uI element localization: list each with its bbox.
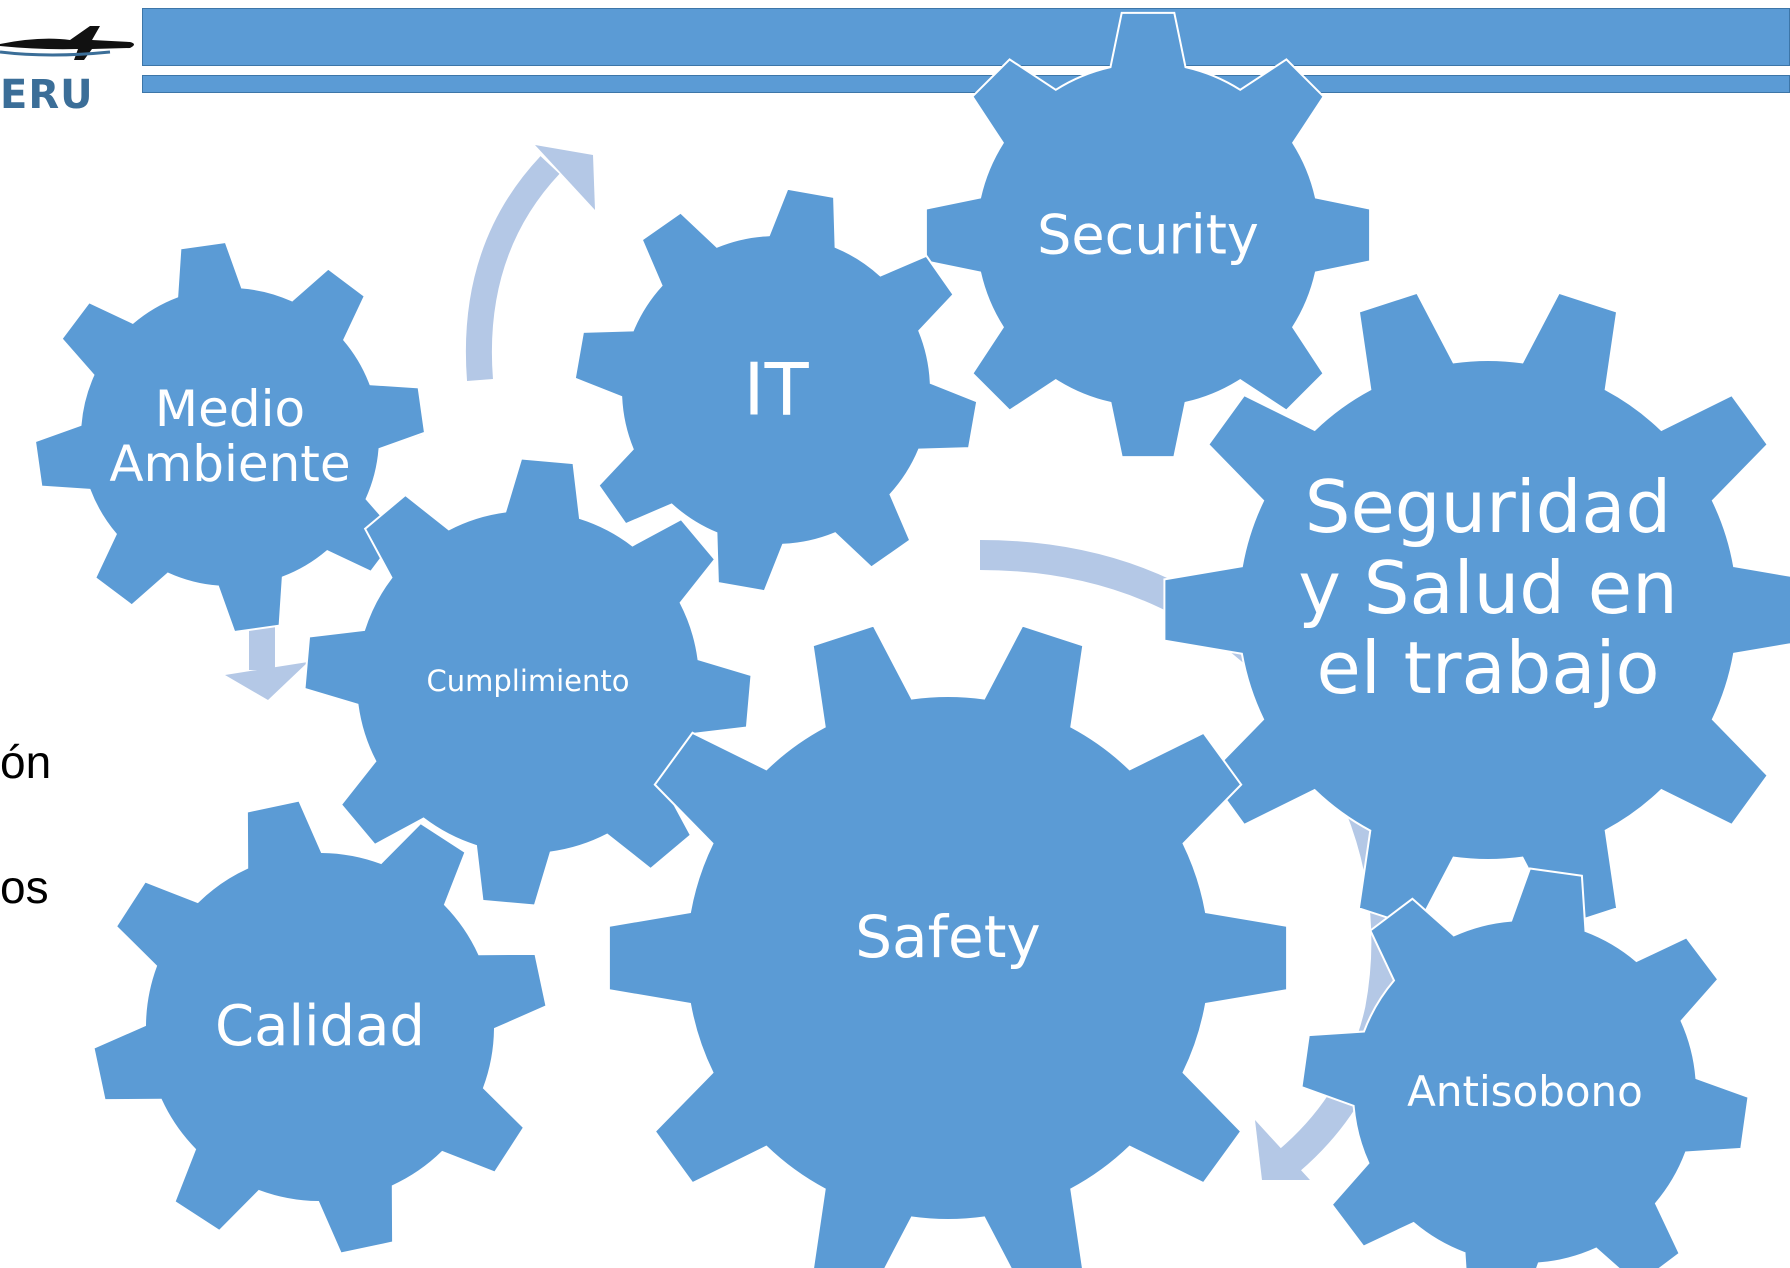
- arrow-up-head: [535, 145, 595, 210]
- arrow-down-head: [225, 662, 308, 700]
- gear-medio-ambiente: [33, 240, 427, 634]
- header-bar-top: [142, 8, 1790, 66]
- gear-safety: [607, 624, 1289, 1268]
- gear-label-medio-ambiente: Medio Ambiente: [109, 380, 351, 493]
- airplane-icon: [0, 26, 134, 60]
- gear-label-calidad: Calidad: [215, 994, 425, 1060]
- gear-label-it: IT: [743, 347, 809, 432]
- gear-label-seguridad-salud: Seguridad y Salud en el trabajo: [1298, 465, 1678, 711]
- logo-text: ERU: [0, 72, 94, 118]
- gear-it: [573, 187, 979, 593]
- gear-seguridad-salud: [1163, 291, 1790, 929]
- arrow-arc-head: [1255, 1120, 1310, 1180]
- arrow-up: [465, 156, 560, 381]
- gear-security: [924, 11, 1372, 459]
- gear-cumplimiento: [303, 457, 753, 907]
- gear-label-security: Security: [1037, 203, 1259, 267]
- gear-label-safety: Safety: [855, 903, 1041, 972]
- gear-label-cumplimiento: Cumplimiento: [426, 664, 630, 699]
- gear-label-antisobono: Antisobono: [1407, 1066, 1643, 1116]
- gear-antisobono: [1300, 867, 1750, 1268]
- side-text-fragment-2: os: [0, 861, 49, 913]
- side-text-fragment-1: ón: [0, 736, 52, 788]
- gear-calidad: [92, 799, 548, 1255]
